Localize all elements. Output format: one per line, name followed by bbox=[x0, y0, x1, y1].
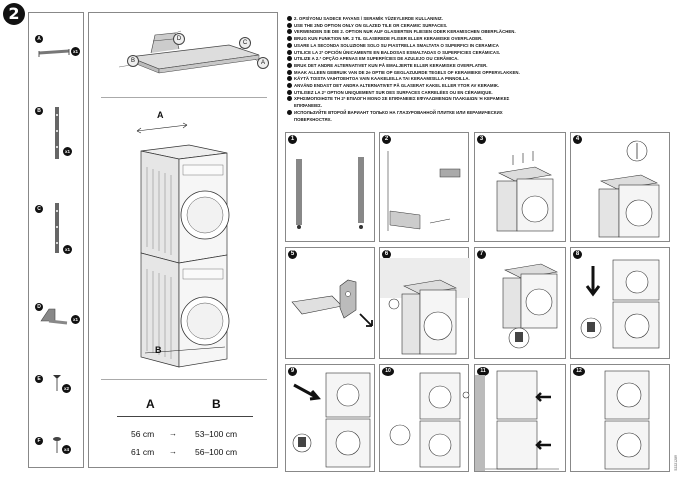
assembly-panel: B D C A A B A B 56 cm bbox=[88, 12, 278, 468]
instruction-line: KÄYTÄ TOISTA VAIHTOEHTOA VAIN KAAKELEILL… bbox=[287, 76, 672, 83]
part-c-bracket-icon bbox=[55, 203, 59, 253]
part-f-screw-icon bbox=[53, 437, 61, 453]
table-header-a: A bbox=[146, 397, 155, 411]
table-row-1-a: 56 cm bbox=[131, 429, 155, 439]
stacked-appliances-illustration bbox=[136, 122, 230, 368]
assembly-label-c: C bbox=[239, 37, 251, 49]
step-1-illustration bbox=[296, 157, 364, 229]
divider-bottom bbox=[101, 379, 267, 380]
step-badge: 3 bbox=[477, 135, 486, 144]
part-e-qty: x2 bbox=[62, 384, 71, 393]
step-panel-2: 2 bbox=[379, 132, 469, 242]
table-header-b: B bbox=[212, 397, 221, 411]
instruction-line: BRUG KUN FUNKTION NR. 2 TIL GLASEREDE FL… bbox=[287, 36, 672, 43]
instruction-line: MAAK ALLEEN GEBRUIK VAN DE 2e OPTIE OP G… bbox=[287, 69, 672, 77]
table-header-rule bbox=[117, 416, 253, 417]
step-badge: 6 bbox=[382, 250, 391, 259]
part-c-qty: x1 bbox=[63, 245, 72, 254]
part-label-a: A bbox=[35, 35, 43, 43]
step-6-illustration bbox=[380, 258, 470, 355]
step-badge: 8 bbox=[573, 250, 582, 259]
instruction-line: ПОВЕРХНОСТЯХ. bbox=[294, 116, 332, 122]
part-f-qty: x4 bbox=[62, 445, 71, 454]
step-panel-7: 7 bbox=[474, 247, 566, 359]
instruction-line: 2. OPSİYONU SADECE FAYANS \ SERAMİK YÜZE… bbox=[287, 16, 672, 23]
step-12-illustration bbox=[604, 370, 650, 470]
dimension-label-b: B bbox=[155, 345, 162, 355]
step-panel-11: 11 bbox=[474, 364, 566, 472]
part-label-f: F bbox=[35, 437, 43, 445]
part-d-foot-icon bbox=[40, 308, 68, 325]
step-panel-10: 10 bbox=[379, 364, 470, 472]
instruction-line: USARE LA SECONDA SOLUZIONE SOLO SU PIAST… bbox=[287, 42, 672, 50]
part-label-b: B bbox=[35, 107, 43, 115]
step-badge: 11 bbox=[477, 367, 489, 376]
instruction-line: ΧΡΗΣΙΜΟΠΟΙΗΣΤΕ ΤΗ 2ª ΕΠΙΛΟΓΗ ΜΟΝΟ ΣΕ ΕΠΙ… bbox=[287, 96, 672, 103]
step-7-illustration bbox=[502, 263, 558, 349]
instruction-line: VERWENDEN SIE DIE 2. OPTION NUR AUF GLAS… bbox=[287, 29, 672, 36]
step-badge: 7 bbox=[477, 250, 486, 259]
step-badge: 9 bbox=[288, 367, 297, 376]
step-panel-1: 1 bbox=[285, 132, 375, 242]
step-4-illustration bbox=[598, 140, 660, 238]
part-a-rail-icon bbox=[38, 49, 70, 57]
document-code: 52221289 bbox=[674, 455, 678, 471]
step-number-badge: 2 bbox=[3, 3, 25, 25]
instruction-line: USE THE 2ND OPTION ONLY ON GLAZED TILE O… bbox=[287, 22, 672, 30]
table-row-1-b: 53–100 cm bbox=[195, 429, 238, 439]
part-e-screw-icon bbox=[53, 375, 61, 391]
stacking-kit-illustration bbox=[118, 30, 260, 74]
assembly-label-a: A bbox=[257, 57, 269, 69]
step-3-illustration bbox=[496, 151, 554, 232]
step-panel-3: 3 bbox=[474, 132, 566, 242]
instruction-line: BRUK DET ANDRE ALTERNATIVET KUN PÅ EMALJ… bbox=[287, 62, 672, 70]
step-badge: 5 bbox=[288, 250, 297, 259]
step-11-illustration bbox=[475, 370, 559, 471]
step-badge: 4 bbox=[573, 135, 582, 144]
step-8-illustration bbox=[580, 259, 660, 349]
multilingual-instructions: 2. OPSİYONU SADECE FAYANS \ SERAMİK YÜZE… bbox=[287, 16, 672, 123]
step-panel-9: 9 bbox=[285, 364, 375, 472]
table-row-2-b: 56–100 cm bbox=[195, 447, 238, 457]
table-row-2-a: 61 cm bbox=[131, 447, 155, 457]
dimension-label-a: A bbox=[157, 110, 164, 120]
table-row-2-arrow: → bbox=[169, 447, 177, 456]
parts-panel: A x1 B x1 C x1 D x1 E x2 F x4 bbox=[28, 12, 84, 468]
part-label-e: E bbox=[35, 375, 43, 383]
step-2-illustration bbox=[387, 151, 461, 231]
instruction-line: UTILICE LA 2ª OPCIÓN ÚNICAMENTE EN BALDO… bbox=[287, 49, 672, 57]
step-9-illustration bbox=[292, 372, 371, 468]
part-d-qty: x1 bbox=[71, 315, 80, 324]
part-label-d: D bbox=[35, 303, 43, 311]
step-10-illustration bbox=[389, 372, 470, 468]
instruction-line: ANVÄND ENDAST DET ANDRA ALTERNATIVET PÅ … bbox=[287, 83, 672, 90]
part-a-qty: x1 bbox=[71, 47, 80, 56]
step-panel-6: 6 bbox=[379, 247, 470, 359]
assembly-label-b: B bbox=[127, 55, 139, 67]
instruction-line: ИСПОЛЬЗУЙТЕ ВТОРОЙ ВАРИАНТ ТОЛЬКО НА ГЛА… bbox=[287, 109, 672, 117]
step-5-illustration bbox=[291, 279, 373, 327]
part-b-bracket-icon bbox=[55, 107, 59, 159]
step-badge: 10 bbox=[382, 367, 394, 376]
table-row-1-arrow: → bbox=[169, 429, 177, 438]
step-panel-4: 4 bbox=[570, 132, 670, 242]
part-label-c: C bbox=[35, 205, 43, 213]
assembly-label-d: D bbox=[173, 33, 185, 45]
part-b-qty: x1 bbox=[63, 147, 72, 156]
step-panel-5: 5 bbox=[285, 247, 375, 359]
step-panel-12: 12 bbox=[570, 364, 670, 472]
instruction-line: ΕΠΙΦΑΝΕΙΕΣ. bbox=[294, 103, 323, 109]
step-badge: 1 bbox=[288, 135, 297, 144]
step-badge: 2 bbox=[382, 135, 391, 144]
instruction-line: UTILISEZ LA 2ª OPTION UNIQUEMENT SUR DES… bbox=[287, 89, 672, 97]
divider-top bbox=[101, 97, 267, 98]
instruction-line: UTILIZE A 2.ª OPÇÃO APENAS EM SUPERFÍCIE… bbox=[287, 56, 672, 63]
step-panel-8: 8 bbox=[570, 247, 670, 359]
step-badge: 12 bbox=[573, 367, 585, 376]
